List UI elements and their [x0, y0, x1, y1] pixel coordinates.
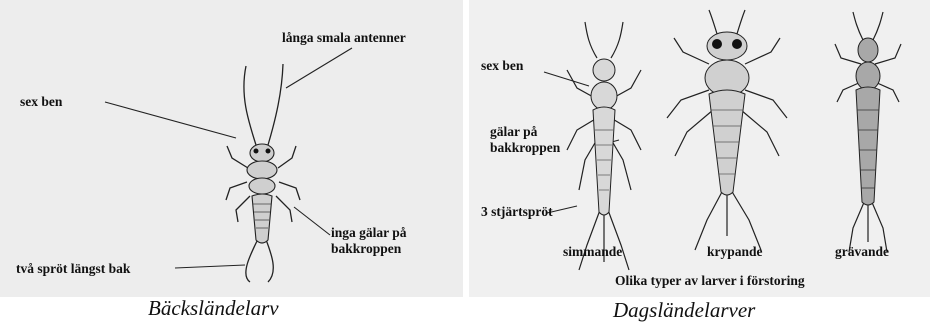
stonefly-panel: långa smala antenner sex ben inga gälar … — [0, 0, 463, 297]
larva-type-crawling: krypande — [707, 244, 763, 259]
label-mayfly-legs: sex ben — [481, 58, 523, 73]
label-no-gills-2: bakkroppen — [331, 241, 401, 256]
label-three-tails: 3 stjärtspröt — [481, 204, 553, 219]
mayfly-panel: sex ben gälar på bakkroppen 3 stjärtsprö… — [469, 0, 930, 297]
mayfly-subtitle: Olika typer av larver i förstoring — [615, 273, 805, 288]
label-gills: gälar på — [490, 124, 537, 139]
label-no-gills: inga gälar på — [331, 225, 407, 240]
mayfly-caption: Dagsländelarver — [613, 298, 755, 323]
larva-type-burrowing: grävande — [835, 244, 889, 259]
label-gills-2: bakkroppen — [490, 140, 560, 155]
stonefly-caption: Bäcksländelarv — [148, 296, 279, 321]
label-antennae: långa smala antenner — [282, 30, 406, 45]
label-legs: sex ben — [20, 94, 62, 109]
label-tails: två spröt längst bak — [16, 261, 130, 276]
larva-type-swimming: simmande — [563, 244, 622, 259]
